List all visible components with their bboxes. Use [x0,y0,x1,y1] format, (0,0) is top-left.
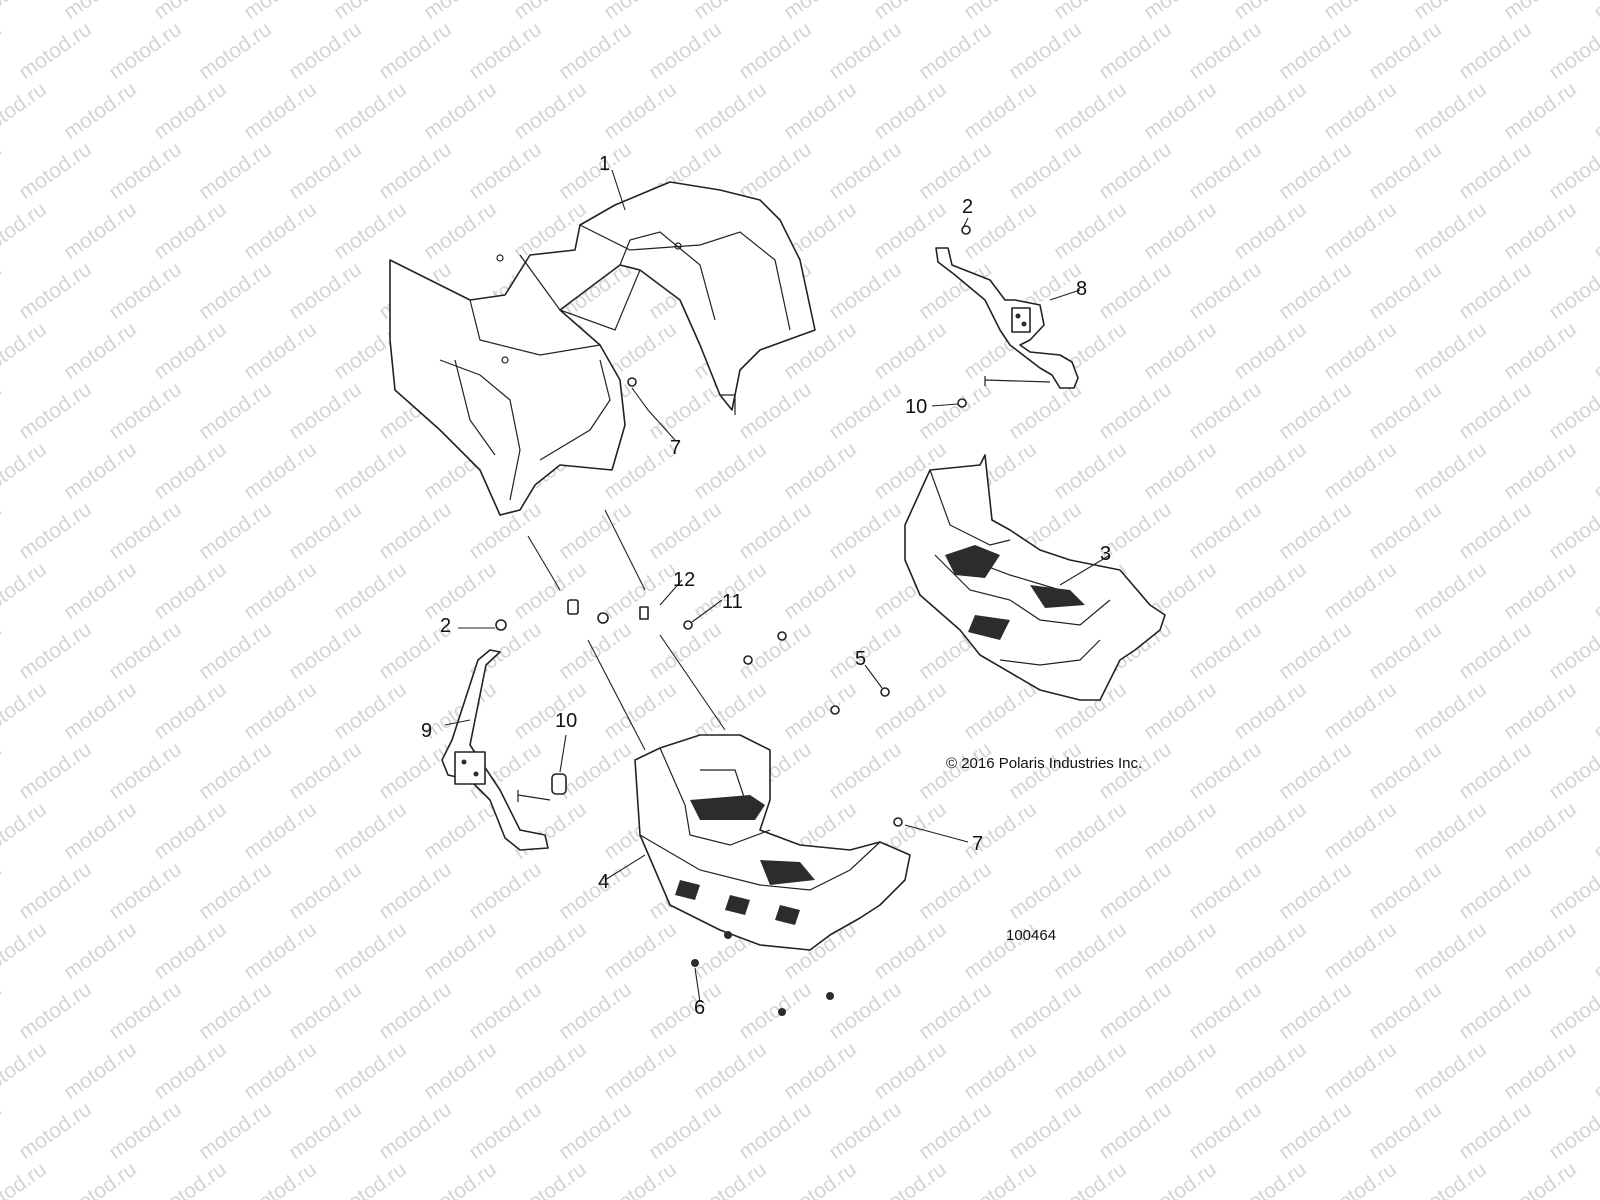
watermark-text: motod.ru [1590,0,1600,24]
callouts: 1 2 8 10 7 3 12 11 2 5 10 9 7 4 6 [421,153,1111,1019]
callout-10-right: 10 [905,396,927,418]
callout-2-left: 2 [440,615,451,637]
callout-6: 6 [694,997,705,1019]
callout-7-bottom: 7 [972,833,983,855]
callout-12: 12 [673,569,695,591]
part-8-bracket [935,247,1079,389]
part-1-rear-fender [389,181,816,516]
callout-8: 8 [1076,278,1087,300]
leader-lines [444,169,1111,1003]
callout-11: 11 [722,591,743,613]
part-4-left-footwell [634,734,911,951]
part-3-right-footwell [904,454,1166,701]
callout-9: 9 [421,720,432,742]
callout-3: 3 [1100,543,1111,565]
part-9-bracket [441,649,551,851]
callout-4: 4 [598,871,609,893]
part-10-spacer-left [551,773,567,795]
callout-5: 5 [855,648,866,670]
callout-7-top: 7 [670,437,681,459]
figure-id: 100464 [1006,927,1056,944]
copyright-notice: © 2016 Polaris Industries Inc. [946,755,1142,772]
callout-1: 1 [599,153,610,175]
callout-10-left: 10 [555,710,577,732]
callout-2-right: 2 [962,196,973,218]
